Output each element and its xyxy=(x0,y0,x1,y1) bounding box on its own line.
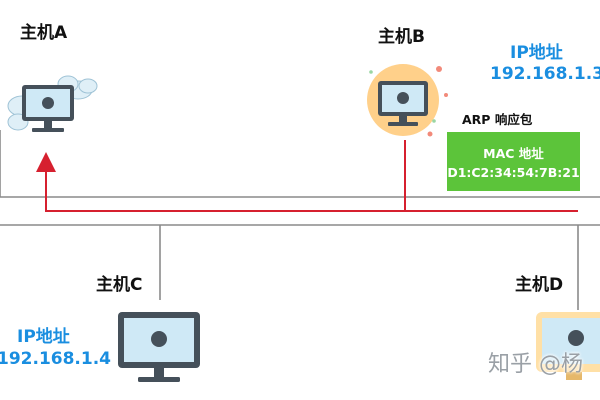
apple-logo-icon xyxy=(397,92,409,104)
reply-arrow xyxy=(36,140,406,212)
host-b-ip-title: IP地址 xyxy=(510,43,563,63)
host-b-label: 主机B xyxy=(378,27,425,47)
computer-b-icon xyxy=(367,64,448,137)
host-d-label: 主机D xyxy=(515,275,564,295)
sparkle-icon xyxy=(369,66,448,137)
mac-address-title: MAC 地址 xyxy=(483,146,544,161)
network-bus xyxy=(0,130,600,310)
host-c-ip-address: 192.168.1.4 xyxy=(0,349,112,369)
computer-d-icon xyxy=(536,312,600,380)
monitor-neck xyxy=(154,368,164,378)
arp-response-box: MAC 地址 D1:C2:34:54:7B:21 xyxy=(447,132,580,191)
monitor-neck xyxy=(44,121,52,129)
mac-address-value: D1:C2:34:54:7B:21 xyxy=(447,165,580,180)
arp-response-title: ARP 响应包 xyxy=(462,112,533,127)
apple-logo-icon xyxy=(42,97,54,109)
monitor-base xyxy=(388,122,418,126)
monitor-neck xyxy=(399,116,407,123)
host-b-ip-address: 192.168.1.3 xyxy=(490,64,600,84)
monitor-base xyxy=(138,377,180,382)
host-a-label: 主机A xyxy=(20,23,68,43)
arp-reply-path xyxy=(36,140,578,212)
watermark: 知乎 @杨 xyxy=(488,352,583,377)
computer-c-icon xyxy=(118,312,200,382)
apple-logo-icon xyxy=(568,330,584,346)
host-c-label: 主机C xyxy=(96,275,143,295)
monitor-neck xyxy=(566,372,582,380)
apple-logo-icon xyxy=(151,331,167,347)
host-c-ip-title: IP地址 xyxy=(17,327,70,347)
computer-a-icon xyxy=(7,75,98,132)
monitor-base xyxy=(32,128,64,132)
